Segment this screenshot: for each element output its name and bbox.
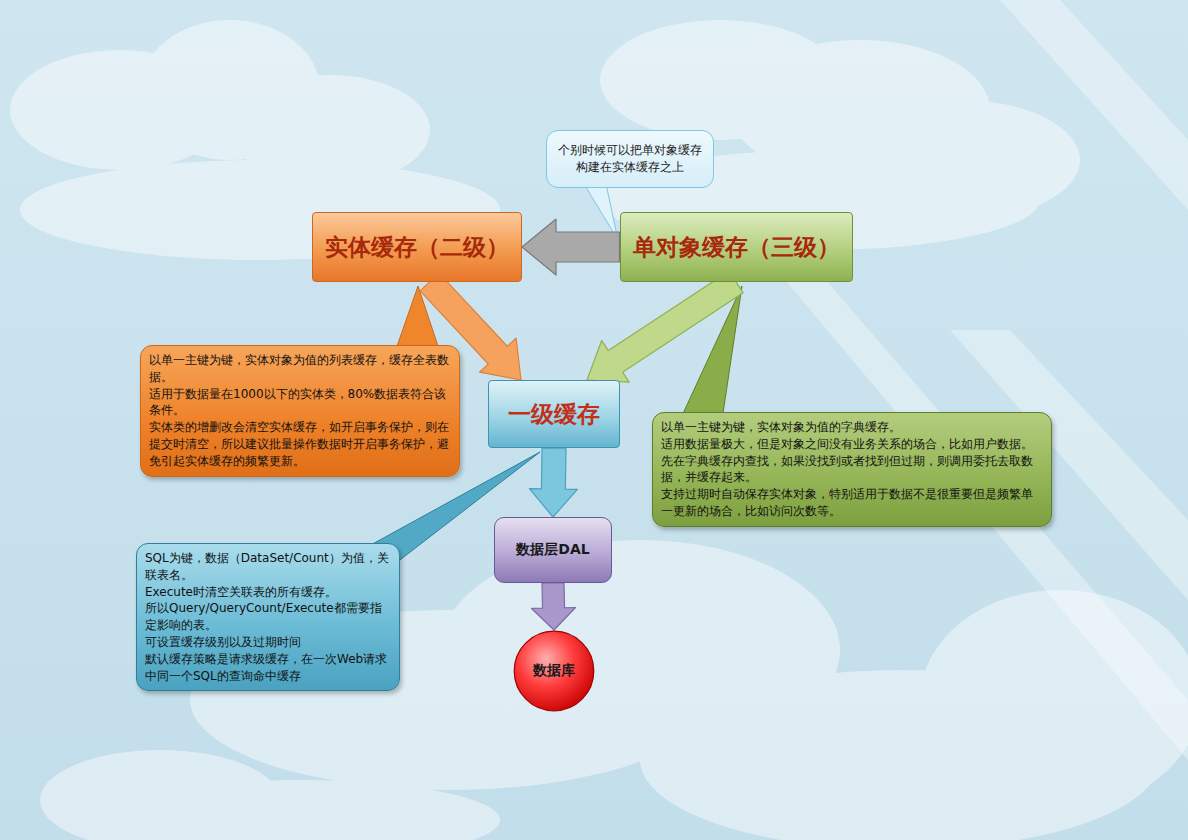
- note-text: 先在字典缓存内查找，如果没找到或者找到但过期，则调用委托去取数据，并缓存起来。: [661, 453, 1043, 487]
- block-arrow: [522, 219, 620, 275]
- note-text: SQL为键，数据（DataSet/Count）为值，关联表名。: [145, 550, 391, 584]
- note-text: 适用于数据量在1000以下的实体类，80%数据表符合该条件。: [149, 386, 451, 420]
- cache-box: 单对象缓存（三级）: [620, 212, 853, 282]
- note-text: Execute时清空关联表的所有缓存。: [145, 584, 391, 601]
- note-text: 实体类的增删改会清空实体缓存，如开启事务保护，则在提交时清空，所以建议批量操作数…: [149, 419, 451, 469]
- note-text: 所以Query/QueryCount/Execute都需要指定影响的表。: [145, 600, 391, 634]
- node-label: 单对象缓存（三级）: [633, 232, 840, 263]
- note-text: 适用数据量极大，但是对象之间没有业务关系的场合，比如用户数据。: [661, 436, 1043, 453]
- layer-box: 数据层DAL: [494, 517, 612, 583]
- block-arrow: [529, 448, 577, 517]
- circle-shape: [514, 631, 594, 711]
- cache-box: 实体缓存（二级）: [312, 212, 522, 282]
- note-text: 以单一主键为键，实体对象为值的字典缓存。: [661, 419, 1043, 436]
- note-text: 支持过期时自动保存实体对象，特别适用于数据不是很重要但是频繁单一更新的场合，比如…: [661, 486, 1043, 520]
- block-arrow: [587, 271, 743, 382]
- node-label: 个别时候可以把单对象缓存构建在实体缓存之上: [555, 142, 705, 176]
- note-box: SQL为键，数据（DataSet/Count）为值，关联表名。Execute时清…: [136, 543, 400, 691]
- note-box: 以单一主键为键，实体对象为值的列表缓存，缓存全表数据。适用于数据量在1000以下…: [140, 345, 460, 477]
- node-label: 数据层DAL: [516, 541, 589, 559]
- node-label: 实体缓存（二级）: [325, 232, 509, 263]
- node-label: 一级缓存: [508, 399, 600, 430]
- note-text: 以单一主键为键，实体对象为值的列表缓存，缓存全表数据。: [149, 352, 451, 386]
- note-text: 默认缓存策略是请求级缓存，在一次Web请求中同一个SQL的查询命中缓存: [145, 651, 391, 685]
- database-circle: 数据库: [513, 630, 595, 712]
- node-label: 数据库: [533, 662, 575, 680]
- block-arrow: [532, 583, 576, 630]
- cache-box: 一级缓存: [488, 380, 620, 448]
- note-text: 可设置缓存级别以及过期时间: [145, 634, 391, 651]
- callout-bubble: 个别时候可以把单对象缓存构建在实体缓存之上: [546, 130, 714, 188]
- note-box: 以单一主键为键，实体对象为值的字典缓存。适用数据量极大，但是对象之间没有业务关系…: [652, 412, 1052, 527]
- clouds: [10, 20, 1188, 840]
